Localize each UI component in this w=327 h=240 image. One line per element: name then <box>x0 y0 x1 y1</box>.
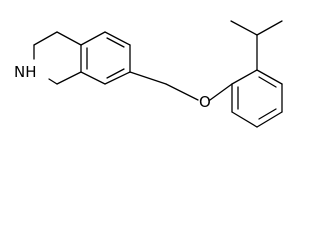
bond <box>80 71 106 85</box>
bond <box>80 31 106 46</box>
bond <box>104 71 131 85</box>
bond <box>48 78 58 85</box>
oxygen-label: O <box>199 93 211 111</box>
bond <box>256 69 283 85</box>
bond <box>256 111 283 128</box>
molecule-drawing: NH O <box>14 20 283 128</box>
fused-benzene-ring <box>80 31 131 85</box>
isopropyl-group <box>230 20 283 71</box>
bond <box>33 31 58 46</box>
bond <box>129 71 167 85</box>
bond <box>231 69 258 85</box>
nitrogen-label: NH <box>14 63 37 81</box>
bond <box>231 111 258 128</box>
bond <box>56 71 82 85</box>
bond <box>230 20 258 36</box>
phenyl-ring <box>231 69 283 128</box>
saturated-ring <box>33 31 82 85</box>
bond <box>256 20 283 36</box>
ether-linker <box>129 71 233 101</box>
double-bond-line <box>258 76 277 88</box>
bond <box>165 83 199 101</box>
double-bond-line <box>258 108 277 120</box>
bond <box>104 31 131 46</box>
double-bond-line <box>106 68 125 79</box>
chemical-structure-diagram: NH O <box>14 20 283 128</box>
bond <box>56 31 82 46</box>
double-bond-line <box>106 37 125 48</box>
bond <box>209 83 233 101</box>
